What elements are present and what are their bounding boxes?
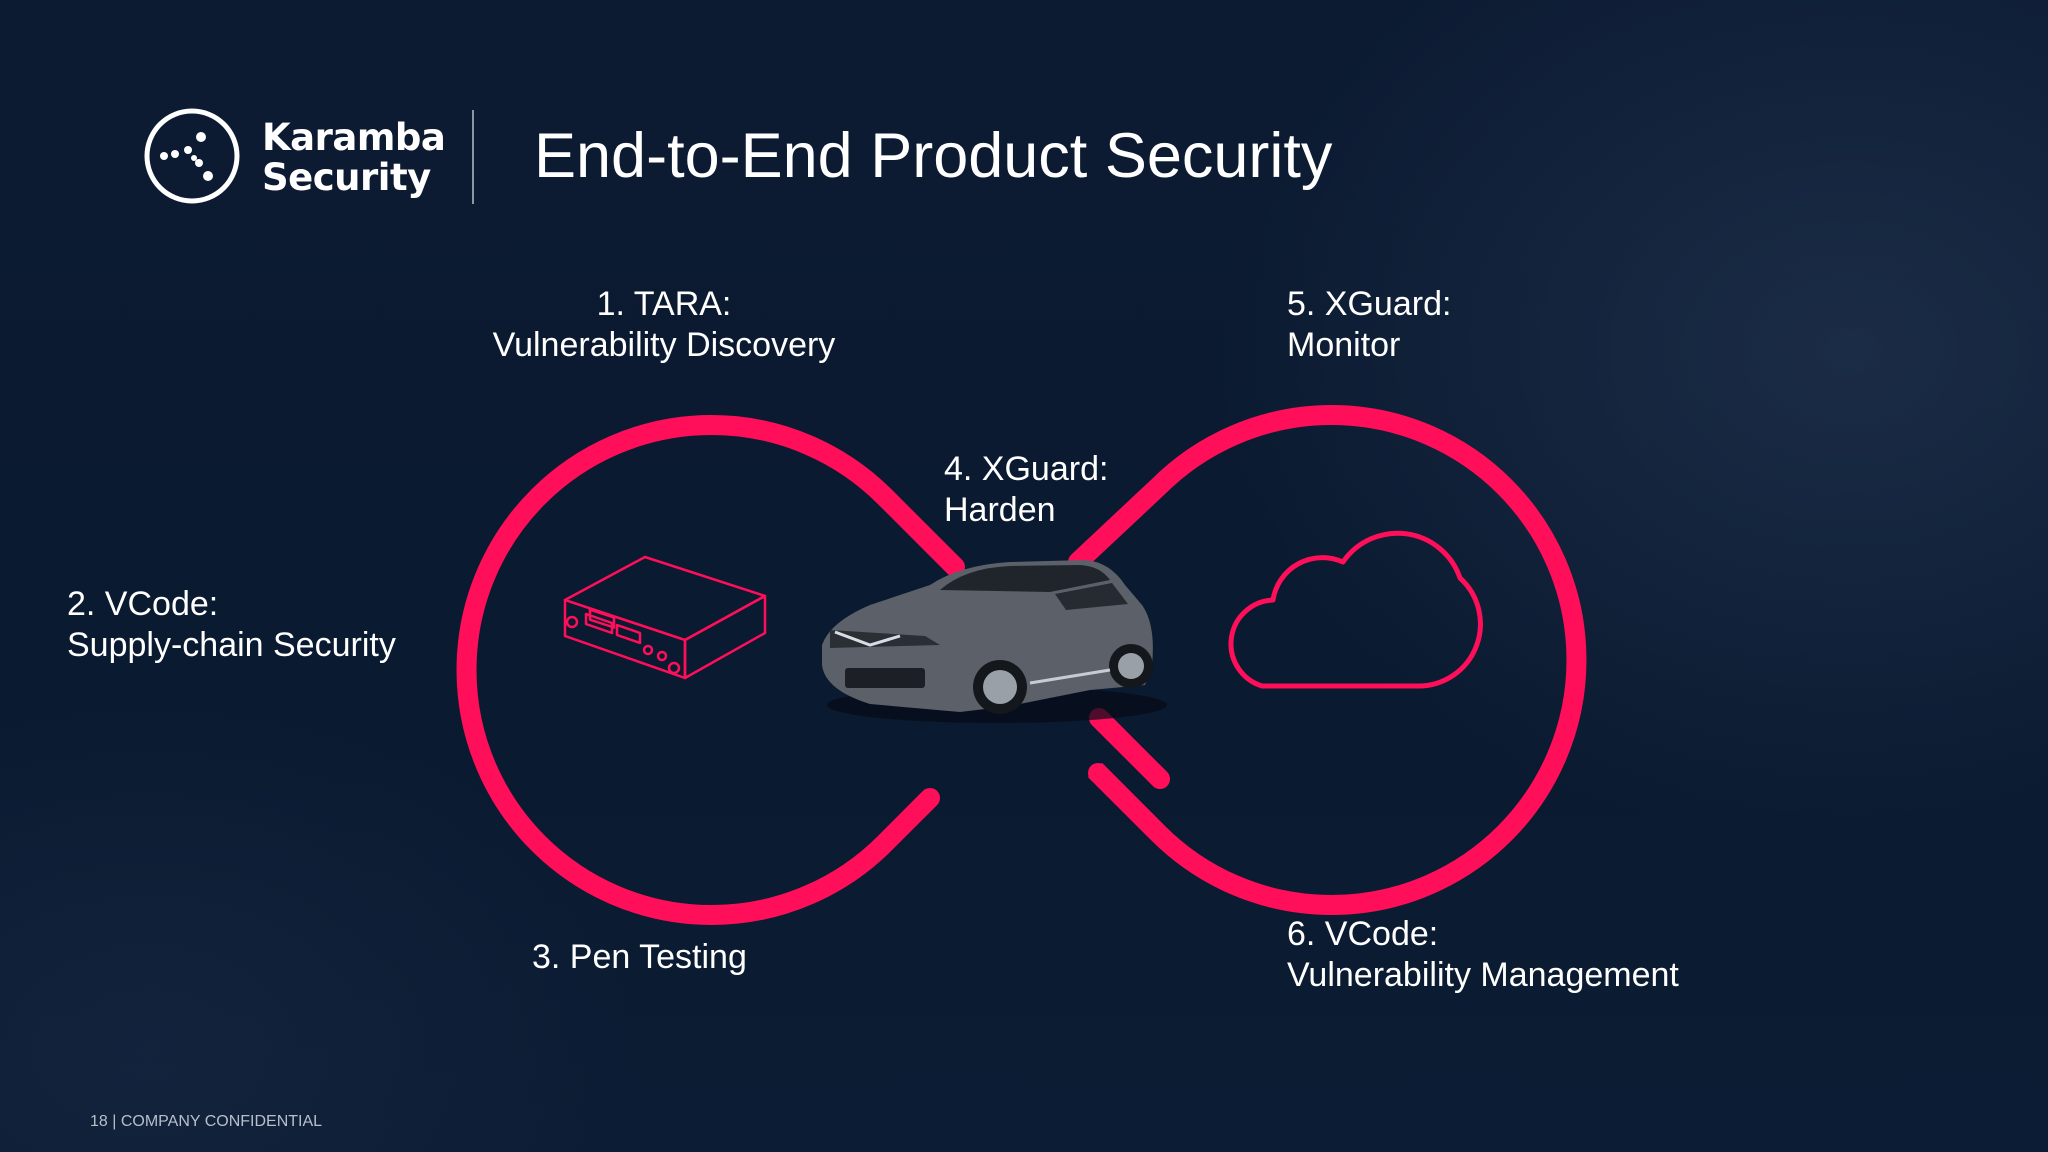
confidentiality-notice: COMPANY CONFIDENTIAL	[121, 1113, 322, 1130]
step-1-subtitle: Vulnerability Discovery	[492, 325, 836, 366]
car-icon	[822, 560, 1167, 723]
step-5-subtitle: Monitor	[1287, 325, 1451, 366]
right-loop-arc	[1078, 415, 1576, 905]
step-6-subtitle: Vulnerability Management	[1287, 955, 1679, 996]
step-5-label: 5. XGuard: Monitor	[1287, 284, 1451, 366]
step-5-title: 5. XGuard:	[1287, 284, 1451, 325]
loop-crossing-lower-right	[1095, 718, 1160, 779]
step-2-subtitle: Supply-chain Security	[67, 625, 396, 666]
page-number: 18	[90, 1113, 108, 1130]
ecu-device-icon	[565, 557, 765, 678]
step-1-title: 1. TARA:	[492, 284, 836, 325]
step-2-label: 2. VCode: Supply-chain Security	[67, 584, 396, 666]
step-3-label: 3. Pen Testing	[532, 937, 747, 978]
step-4-title: 4. XGuard:	[944, 449, 1108, 490]
step-4-subtitle: Harden	[944, 490, 1108, 531]
slide-footer: 18 | COMPANY CONFIDENTIAL	[90, 1113, 322, 1131]
step-6-title: 6. VCode:	[1287, 914, 1679, 955]
cloud-icon	[1231, 533, 1480, 686]
step-2-title: 2. VCode:	[67, 584, 396, 625]
step-4-label: 4. XGuard: Harden	[944, 449, 1108, 531]
step-1-label: 1. TARA: Vulnerability Discovery	[492, 284, 836, 366]
footer-separator: |	[108, 1113, 121, 1130]
step-6-label: 6. VCode: Vulnerability Management	[1287, 914, 1679, 996]
step-3-title: 3. Pen Testing	[532, 937, 747, 978]
